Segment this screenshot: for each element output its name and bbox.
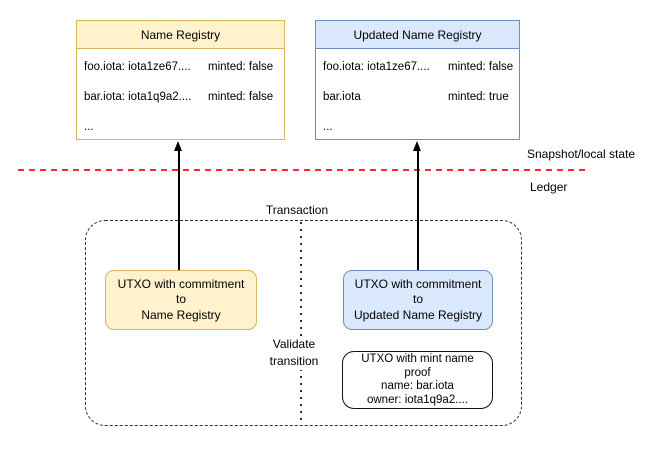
registry-entry-name: ... [323, 121, 333, 133]
registry-entry-name: bar.iota [323, 91, 361, 103]
ledger-label: Ledger [530, 180, 568, 194]
state-ledger-divider-line [18, 169, 587, 171]
utxo-commitment-updated-registry-box: UTXO with commitment to Updated Name Reg… [343, 270, 493, 330]
snapshot-state-label: Snapshot/local state [527, 147, 636, 161]
name-registry-box: Name Registry foo.iota: iota1ze67.... mi… [76, 20, 285, 140]
transaction-label: Transaction [265, 203, 329, 217]
arrowhead-to-name-registry-icon [174, 141, 182, 151]
validate-transition-label: Validate transition [252, 336, 336, 370]
registry-entry-name: foo.iota: iota1ze67.... [84, 61, 191, 73]
updated-name-registry-body: foo.iota: iota1ze67.... minted: false ba… [316, 49, 519, 142]
arrow-to-name-registry [178, 150, 180, 270]
updated-name-registry-box: Updated Name Registry foo.iota: iota1ze6… [315, 20, 520, 140]
updated-name-registry-title: Updated Name Registry [316, 21, 519, 49]
arrow-to-updated-name-registry [417, 150, 419, 270]
utxo-commitment-name-registry-box: UTXO with commitment to Name Registry [105, 270, 257, 330]
validate-transition-divider-line [300, 222, 302, 424]
registry-entry-name: ... [84, 121, 94, 133]
table-row: ... [84, 112, 284, 142]
table-row: bar.iota: iota1q9a2.... minted: false [84, 82, 284, 112]
registry-entry-name: bar.iota: iota1q9a2.... [84, 91, 192, 103]
registry-entry-minted: minted: true [448, 91, 509, 103]
arrowhead-to-updated-name-registry-icon [413, 141, 421, 151]
registry-entry-minted: minted: false [448, 61, 514, 73]
table-row: foo.iota: iota1ze67.... minted: false [84, 52, 284, 82]
transaction-boundary [85, 220, 522, 426]
table-row: bar.iota minted: true [323, 82, 519, 112]
utxo-mint-name-proof-box: UTXO with mint name proof name: bar.iota… [342, 351, 493, 409]
registry-entry-minted: minted: false [208, 91, 274, 103]
table-row: ... [323, 112, 519, 142]
table-row: foo.iota: iota1ze67.... minted: false [323, 52, 519, 82]
name-registry-body: foo.iota: iota1ze67.... minted: false ba… [77, 49, 284, 142]
registry-entry-minted: minted: false [208, 61, 274, 73]
registry-entry-name: foo.iota: iota1ze67.... [323, 61, 430, 73]
name-registry-title: Name Registry [77, 21, 284, 49]
